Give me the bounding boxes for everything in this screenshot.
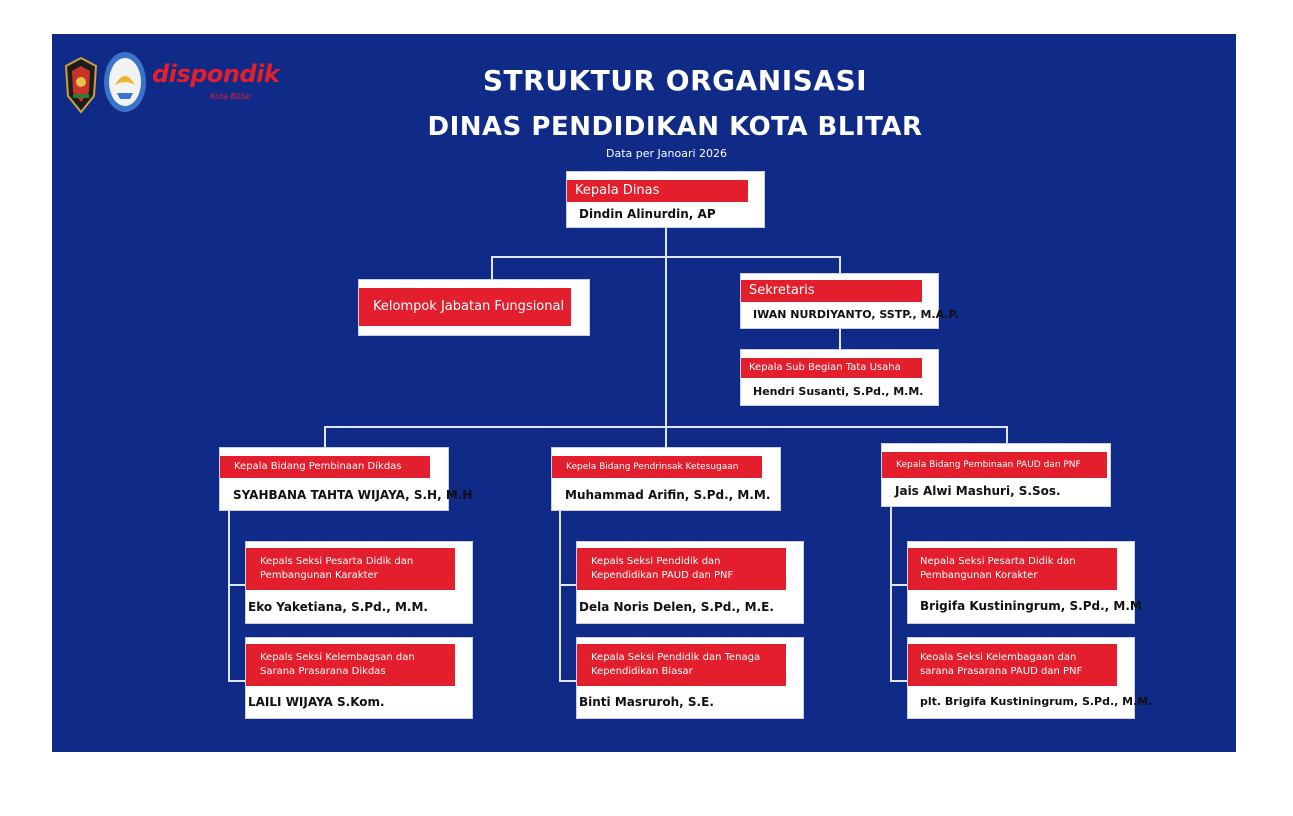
person-name: LAILI WIJAYA S.Kom. <box>248 695 385 709</box>
connector-line <box>890 506 892 682</box>
page-title-line2: DINAS PENDIDIKAN KOTA BLITAR <box>427 112 923 142</box>
org-box-subbag-tata-usaha: Kepala Sub Begian Tata Usaha Hendri Susa… <box>741 350 938 405</box>
connector-line <box>839 328 841 352</box>
position-label: Sekretaris <box>741 280 922 302</box>
person-name: Dela Noris Delen, S.Pd., M.E. <box>579 600 774 614</box>
org-box-seksi-kelembagaan-dikdas: Kepals Seksi Kelembagsan dan Sarana Pras… <box>246 638 472 718</box>
org-box-seksi-pendidik-paud: Kepals Seksi Pendidik dan Kependidikan P… <box>577 542 803 623</box>
org-box-bidang-dikdas: Kepala Bidang Pembinaan Dikdas SYAHBANA … <box>220 448 472 510</box>
position-label: Kepals Seksi Kelembagsan dan Sarana Pras… <box>246 644 455 686</box>
org-box-bidang-ketenagaan: Kepela Bidang Pendrinsak Ketesugaan Muha… <box>552 448 780 510</box>
connector-line <box>559 680 577 682</box>
person-name: plt. Brigifa Kustiningrum, S.Pd., M.M. <box>920 695 1153 708</box>
position-label: Kepala Bidang Pembinaan PAUD dan PNF <box>882 452 1107 478</box>
position-label: Nepala Seksi Pesarta Didik dan Pembangun… <box>908 548 1117 590</box>
org-box-sekretaris: Sekretaris IWAN NURDIYANTO, SSTP., M.A.P… <box>741 274 959 328</box>
position-label: Kepala Bidang Pembinaan Dikdas <box>220 456 430 478</box>
org-box-bidang-paud-pnf: Kepala Bidang Pembinaan PAUD dan PNF Jai… <box>882 444 1110 506</box>
position-label: Kepala Seksi Pendidik dan Tenaga Kependi… <box>577 644 786 686</box>
position-label: Kepela Bidang Pendrinsak Ketesugaan <box>552 456 762 478</box>
connector-line <box>890 680 908 682</box>
connector-line <box>559 510 561 682</box>
kota-blitar-seal-icon <box>64 56 98 114</box>
brand-logo-text: dispondik <box>152 60 280 88</box>
position-label: Kepala Dinas <box>567 180 748 202</box>
connector-line <box>559 584 577 586</box>
connector-line <box>890 584 908 586</box>
org-box-fungsional: Kelompok Jabatan Fungsional <box>359 280 589 335</box>
tut-wuri-handayani-icon <box>104 52 146 112</box>
org-chart-panel <box>52 34 1236 752</box>
connector-line <box>665 227 667 427</box>
connector-line <box>491 256 841 258</box>
connector-line <box>228 680 246 682</box>
page-title-line1: STRUKTUR ORGANISASI <box>482 64 868 97</box>
person-name: Brigifa Kustiningrum, S.Pd., M.M <box>920 599 1142 613</box>
person-name: Hendri Susanti, S.Pd., M.M. <box>753 385 924 398</box>
position-label: Kepals Seksi Pendidik dan Kependidikan P… <box>577 548 786 590</box>
person-name: Binti Masruroh, S.E. <box>579 695 714 709</box>
person-name: IWAN NURDIYANTO, SSTP., M.A.P. <box>753 308 959 321</box>
position-label: Kepala Sub Begian Tata Usaha <box>741 358 922 378</box>
person-name: Dindin Alinurdin, AP <box>579 207 716 221</box>
org-box-seksi-peserta-didik-dikdas: Kepals Seksi Pesarta Didik dan Pembangun… <box>246 542 472 623</box>
org-box-kepala-dinas: Kepala Dinas Dindin Alinurdin, AP <box>567 172 764 227</box>
position-label: Kepals Seksi Pesarta Didik dan Pembangun… <box>246 548 455 590</box>
brand-logo-subtext: Kota Blitar <box>210 92 252 101</box>
org-box-seksi-kelembagaan-paud: Keoala Seksi Kelembagaan dan sarana Pras… <box>908 638 1152 718</box>
org-box-seksi-peserta-didik-paud: Nepala Seksi Pesarta Didik dan Pembangun… <box>908 542 1142 623</box>
connector-line <box>1006 426 1008 444</box>
page-subtitle: Data per Janoari 2026 <box>605 147 728 160</box>
person-name: Jais Alwi Mashuri, S.Sos. <box>895 484 1061 498</box>
person-name: SYAHBANA TAHTA WIJAYA, S.H, M.H <box>233 488 473 502</box>
connector-line <box>491 256 493 282</box>
person-name: Muhammad Arifin, S.Pd., M.M. <box>565 488 771 502</box>
connector-line <box>665 426 667 448</box>
connector-line <box>228 584 246 586</box>
connector-line <box>324 426 326 448</box>
position-label: Keoala Seksi Kelembagaan dan sarana Pras… <box>908 644 1117 686</box>
position-label: Kelompok Jabatan Fungsional <box>359 288 571 326</box>
person-name: Eko Yaketiana, S.Pd., M.M. <box>248 600 428 614</box>
org-box-seksi-pendidik-dasar: Kepala Seksi Pendidik dan Tenaga Kependi… <box>577 638 803 718</box>
connector-line <box>228 510 230 682</box>
connector-line <box>839 256 841 276</box>
